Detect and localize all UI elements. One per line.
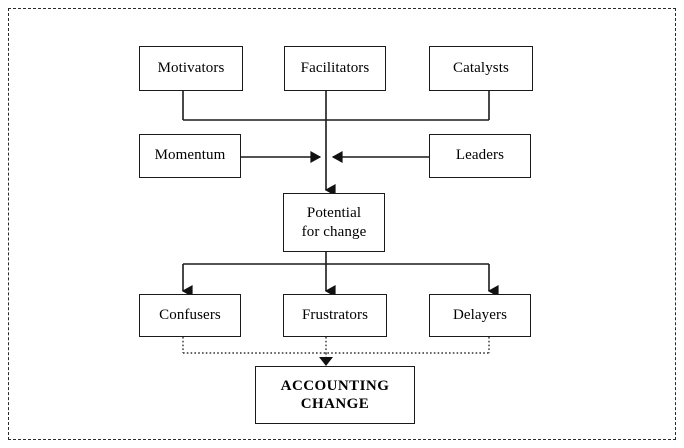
node-potential-for-change[interactable]: Potential for change	[283, 193, 385, 252]
node-momentum-label: Momentum	[154, 147, 226, 164]
node-leaders[interactable]: Leaders	[429, 134, 531, 178]
node-delayers-label: Delayers	[452, 306, 508, 323]
node-delayers[interactable]: Delayers	[429, 294, 531, 337]
node-frustrators-label: Frustrators	[301, 306, 369, 323]
node-confusers[interactable]: Confusers	[139, 294, 241, 337]
node-frustrators[interactable]: Frustrators	[283, 294, 387, 337]
node-motivators-label: Motivators	[157, 59, 225, 76]
node-accounting-change-label: ACCOUNTING CHANGE	[280, 377, 390, 412]
node-leaders-label: Leaders	[455, 147, 505, 164]
node-catalysts[interactable]: Catalysts	[429, 46, 533, 91]
node-motivators[interactable]: Motivators	[139, 46, 243, 91]
node-potential-for-change-label: Potential for change	[301, 205, 367, 240]
edge-outcome-arrowhead	[319, 357, 333, 366]
node-facilitators-label: Facilitators	[300, 59, 370, 76]
node-accounting-change[interactable]: ACCOUNTING CHANGE	[255, 366, 415, 424]
node-confusers-label: Confusers	[159, 306, 221, 323]
node-catalysts-label: Catalysts	[453, 59, 509, 76]
node-facilitators[interactable]: Facilitators	[284, 46, 386, 91]
node-momentum[interactable]: Momentum	[139, 134, 241, 178]
